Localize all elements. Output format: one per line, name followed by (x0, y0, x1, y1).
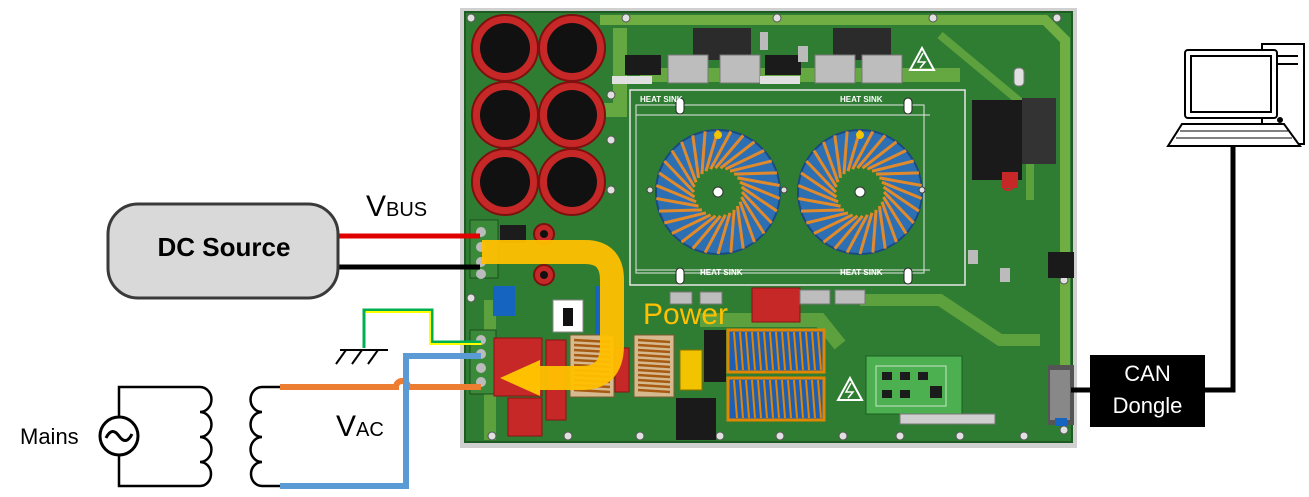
vbus-main: V (366, 190, 386, 223)
vbus-label: VBUS (366, 190, 427, 224)
dc-source-label: DC Source (112, 232, 336, 263)
isolation-transformer (200, 387, 280, 486)
can-dongle-label: CANDongle (1090, 358, 1205, 422)
vac-label: VAC (336, 410, 384, 444)
toroid-1 (656, 130, 780, 254)
mains-label: Mains (20, 424, 79, 450)
can-label-line1: CAN (1090, 358, 1205, 390)
vac-main: V (336, 410, 356, 443)
heat-sink-label-1: HEAT SINK (640, 95, 683, 104)
can-label-line2: Dongle (1090, 390, 1205, 422)
bus-capacitors (472, 15, 605, 215)
vbus-subscript: BUS (386, 199, 427, 221)
power-label: Power (643, 298, 728, 332)
heat-sink-label-3: HEAT SINK (700, 268, 743, 277)
toroid-2 (798, 130, 922, 254)
computer-icon (1168, 44, 1304, 146)
heat-sink-label-2: HEAT SINK (840, 95, 883, 104)
can-cable (1205, 146, 1233, 390)
vac-subscript: AC (356, 419, 384, 441)
heat-sink-label-4: HEAT SINK (840, 268, 883, 277)
mains-source (100, 387, 200, 486)
